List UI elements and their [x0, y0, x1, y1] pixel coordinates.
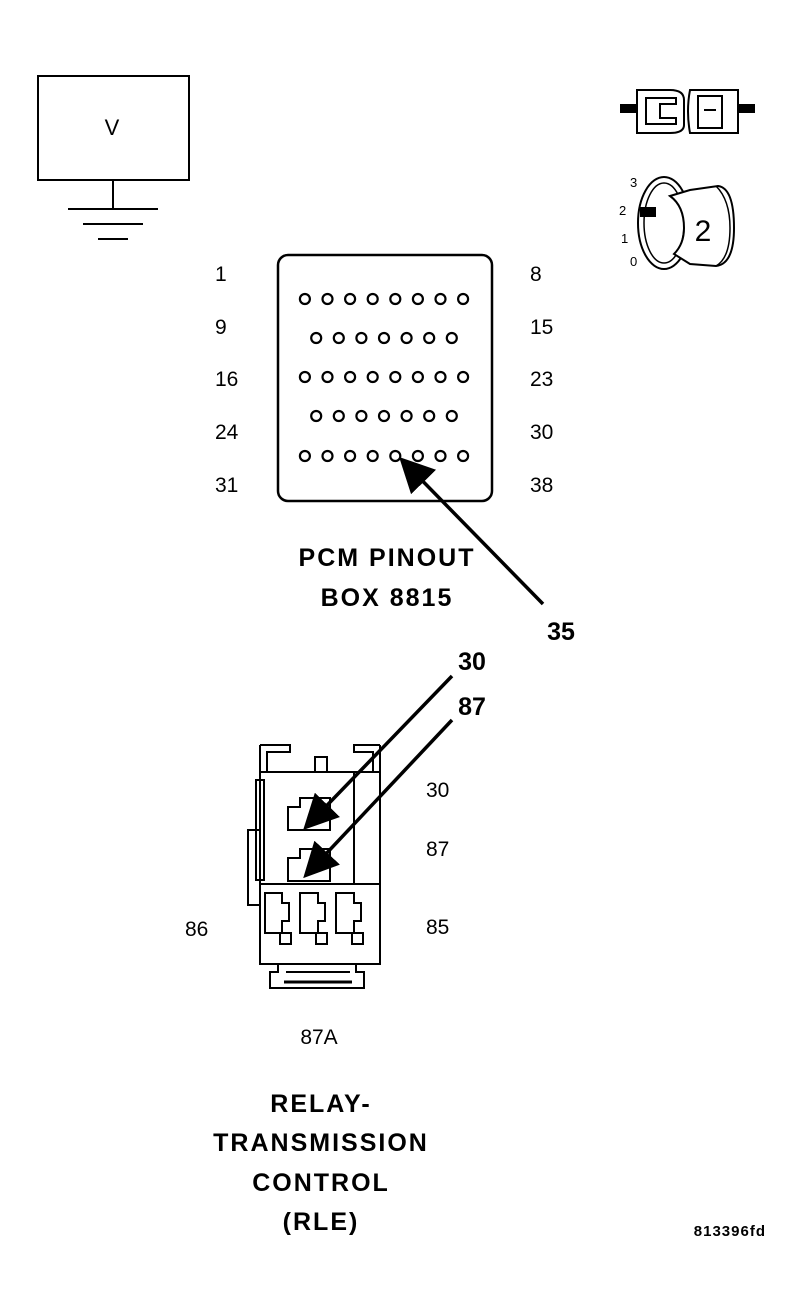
pcm-pin	[366, 292, 379, 306]
pcm-pin	[298, 292, 311, 306]
pcm-pin	[344, 370, 357, 384]
pcm-pin	[344, 449, 357, 463]
relay-terminal-87: 87	[426, 838, 449, 861]
pcm-pin	[389, 449, 402, 463]
pcm-pin	[423, 331, 436, 345]
relay-outline	[247, 744, 381, 989]
relay-terminal-85: 85	[426, 916, 449, 939]
relay-terminal-30: 30	[426, 779, 449, 802]
pin-row4-start: 24	[215, 421, 239, 444]
pcm-pin	[457, 292, 470, 306]
connector-disconnect-icon	[620, 89, 755, 134]
pcm-title-line2: BOX 8815	[321, 584, 454, 612]
ignition-pos-3: 3	[630, 175, 637, 190]
pcm-pin	[445, 331, 458, 345]
callout-30-label: 30	[458, 648, 486, 676]
relay-connector: 30 87 30 87 86 85 87A RELAY-	[185, 648, 486, 1236]
voltmeter-icon: V	[37, 75, 190, 240]
pcm-pin	[310, 409, 323, 423]
pcm-pin	[389, 370, 402, 384]
pcm-pin	[389, 292, 402, 306]
relay-title-line2: TRANSMISSION	[213, 1129, 429, 1157]
relay-title-line1: RELAY-	[270, 1090, 371, 1118]
pcm-pin	[298, 370, 311, 384]
pcm-pin	[355, 331, 368, 345]
pcm-pin	[332, 409, 345, 423]
relay-terminal-87a: 87A	[300, 1026, 337, 1049]
pcm-pin	[434, 292, 447, 306]
pin-row3-end: 23	[530, 368, 553, 391]
ignition-pos-2: 2	[619, 203, 626, 218]
figure-id: 813396fd	[694, 1223, 766, 1240]
pcm-pin	[434, 370, 447, 384]
pcm-pin	[355, 409, 368, 423]
pin-row1-end: 8	[530, 263, 542, 286]
pcm-connector: 1 9 16 24 31 8 15 23 30 38 PCM PINOUT BO…	[215, 253, 575, 646]
pcm-pin	[321, 292, 334, 306]
voltmeter-symbol: V	[105, 115, 120, 140]
pcm-title-line1: PCM PINOUT	[299, 544, 476, 572]
pcm-pin	[344, 292, 357, 306]
callout-35-label: 35	[547, 618, 575, 646]
relay-title-line3: CONTROL	[252, 1169, 390, 1197]
pcm-pin	[445, 409, 458, 423]
pin-row1-start: 1	[215, 263, 227, 286]
pcm-pin	[298, 449, 311, 463]
callout-30-arrow	[303, 674, 454, 831]
ignition-pos-0: 0	[630, 254, 637, 269]
callout-87-label: 87	[458, 693, 486, 721]
pcm-pin	[411, 292, 424, 306]
relay-terminal-86: 86	[185, 918, 208, 941]
ignition-key-label: 2	[695, 215, 712, 248]
pin-row4-end: 30	[530, 421, 553, 444]
pcm-pin	[400, 331, 413, 345]
pin-row2-end: 15	[530, 316, 553, 339]
pcm-pin	[457, 449, 470, 463]
pcm-pin	[411, 449, 424, 463]
pcm-pin	[321, 370, 334, 384]
pin-row5-start: 31	[215, 474, 238, 497]
pin-row3-start: 16	[215, 368, 238, 391]
pcm-pins	[298, 292, 470, 463]
pcm-pin	[366, 370, 379, 384]
pcm-pin	[377, 409, 391, 423]
pcm-pin	[366, 449, 379, 463]
pcm-pin	[411, 370, 424, 384]
pcm-pin	[457, 370, 470, 384]
pin-row2-start: 9	[215, 316, 227, 339]
pcm-pin	[321, 449, 334, 463]
pcm-pin	[310, 331, 323, 345]
pcm-pin	[400, 409, 413, 423]
ignition-switch-icon: 3 2 1 0 2	[619, 175, 736, 270]
pin-row5-end: 38	[530, 474, 553, 497]
pcm-pin	[423, 409, 436, 423]
pcm-pin	[332, 331, 345, 345]
ignition-pos-1: 1	[621, 231, 628, 246]
pcm-pin	[377, 331, 391, 345]
callout-35-arrow	[399, 456, 545, 606]
pcm-connector-body	[276, 253, 494, 503]
relay-title-line4: (RLE)	[283, 1208, 360, 1236]
pcm-pin	[434, 449, 447, 463]
callout-87-arrow	[303, 718, 454, 879]
